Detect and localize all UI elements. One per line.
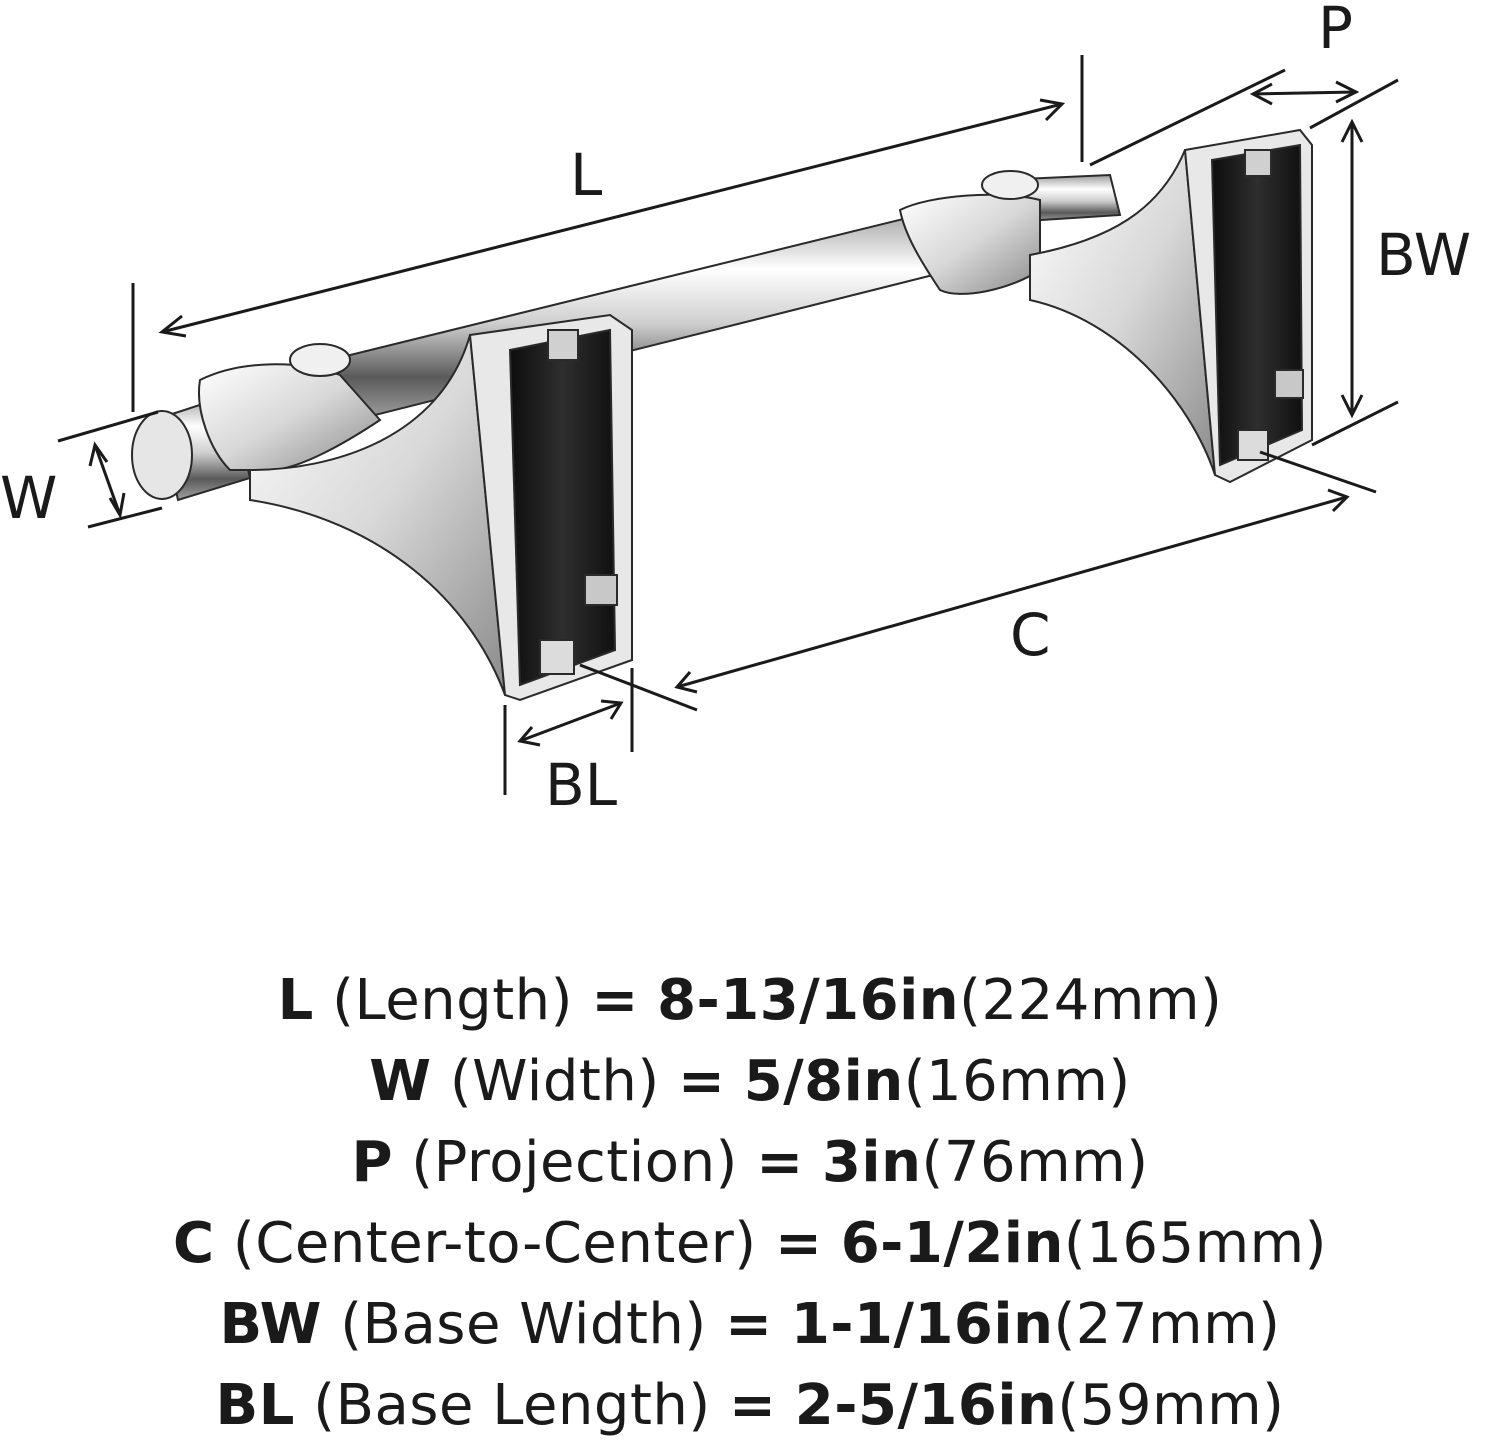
- spec-equals: =: [591, 968, 639, 1033]
- spec-equals: =: [729, 1373, 777, 1438]
- spec-base-length: BL (Base Length) = 2-5/16in(59mm): [0, 1365, 1500, 1446]
- left-base-cavity: [508, 328, 617, 687]
- spec-imperial: 2-5/16in: [794, 1373, 1058, 1438]
- label-bl: BL: [545, 751, 617, 819]
- l-arrowhead-right: [1039, 98, 1066, 122]
- left-collar-ring: [289, 343, 351, 377]
- spec-name: (Width): [449, 1049, 660, 1114]
- w-extension-top: [57, 410, 159, 443]
- bl-arrowhead-right: [600, 699, 624, 720]
- left-clip-top: [547, 329, 579, 361]
- spec-center-to-center: C (Center-to-Center) = 6-1/2in(165mm): [0, 1203, 1500, 1284]
- spec-equals: =: [756, 1130, 804, 1195]
- spec-metric: (59mm): [1057, 1373, 1285, 1438]
- p-dimension-line: [1252, 90, 1357, 96]
- right-collar-ring: [981, 170, 1039, 200]
- bw-arrowhead-bottom: [1340, 394, 1364, 419]
- w-dimension-line: [93, 444, 122, 516]
- spec-base-width: BW (Base Width) = 1-1/16in(27mm): [0, 1284, 1500, 1365]
- dimension-lines: [57, 55, 1399, 795]
- label-p: P: [1318, 0, 1353, 62]
- spec-code: BW: [219, 1292, 322, 1357]
- label-w: W: [0, 464, 57, 532]
- spec-metric: (27mm): [1053, 1292, 1281, 1357]
- specifications-list: L (Length) = 8-13/16in(224mm) W (Width) …: [0, 960, 1500, 1446]
- bw-extension-bottom: [1311, 400, 1399, 447]
- spec-length: L (Length) = 8-13/16in(224mm): [0, 960, 1500, 1041]
- spec-name: (Length): [332, 968, 574, 1033]
- right-clip-top: [1244, 149, 1272, 177]
- spec-metric: (16mm): [903, 1049, 1131, 1114]
- bw-arrowhead-top: [1340, 118, 1364, 143]
- label-bw: BW: [1376, 221, 1471, 289]
- spec-metric: (224mm): [959, 968, 1223, 1033]
- left-collar: [198, 363, 382, 471]
- spec-name: (Projection): [411, 1130, 738, 1195]
- spec-imperial: 3in: [821, 1130, 922, 1195]
- right-base-cavity: [1210, 143, 1304, 467]
- left-clip-mid: [584, 574, 618, 606]
- label-c: C: [1010, 601, 1051, 669]
- spec-equals: =: [725, 1292, 773, 1357]
- w-arrowhead-bottom: [108, 492, 126, 520]
- w-arrowhead-top: [88, 441, 109, 467]
- spec-name: (Base Length): [313, 1373, 711, 1438]
- towel-bar-illustration: [131, 128, 1313, 702]
- bl-arrowhead-left: [517, 726, 541, 747]
- spec-metric: (76mm): [921, 1130, 1149, 1195]
- right-collar: [898, 193, 1041, 295]
- right-clip-bottom: [1237, 429, 1269, 461]
- spec-equals: =: [678, 1049, 726, 1114]
- p-extension-right: [1309, 78, 1399, 130]
- dimension-diagram: L P BW W C BL: [0, 0, 1471, 819]
- l-dimension-line: [161, 102, 1063, 334]
- spec-imperial: 6-1/2in: [840, 1211, 1064, 1276]
- spec-imperial: 8-13/16in: [657, 968, 960, 1033]
- spec-imperial: 5/8in: [743, 1049, 904, 1114]
- w-extension-bottom: [87, 506, 163, 529]
- c-dimension-line: [676, 495, 1348, 689]
- left-end-cap: [131, 410, 193, 500]
- spec-code: BL: [215, 1373, 295, 1438]
- spec-name: (Center-to-Center): [232, 1211, 757, 1276]
- spec-code: C: [172, 1211, 215, 1276]
- l-arrowhead-left: [158, 314, 187, 338]
- c-arrowhead-right: [1327, 488, 1350, 513]
- spec-code: L: [277, 968, 314, 1033]
- spec-code: P: [351, 1130, 393, 1195]
- spec-imperial: 1-1/16in: [790, 1292, 1054, 1357]
- spec-width: W (Width) = 5/8in(16mm): [0, 1041, 1500, 1122]
- spec-name: (Base Width): [340, 1292, 707, 1357]
- spec-equals: =: [774, 1211, 823, 1276]
- p-extension-left: [1089, 68, 1286, 167]
- right-clip-mid: [1274, 369, 1304, 399]
- left-clip-bottom: [539, 639, 575, 675]
- c-extension-left: [579, 663, 698, 712]
- bl-dimension-line: [519, 701, 622, 743]
- c-arrowhead-left: [674, 671, 698, 694]
- spec-projection: P (Projection) = 3in(76mm): [0, 1122, 1500, 1203]
- spec-code: W: [369, 1049, 432, 1114]
- p-arrowhead-left: [1249, 82, 1273, 106]
- label-l: L: [570, 141, 602, 209]
- c-extension-right: [1259, 450, 1377, 494]
- rod: [328, 203, 987, 422]
- p-arrowhead-right: [1335, 80, 1360, 104]
- spec-metric: (165mm): [1063, 1211, 1328, 1276]
